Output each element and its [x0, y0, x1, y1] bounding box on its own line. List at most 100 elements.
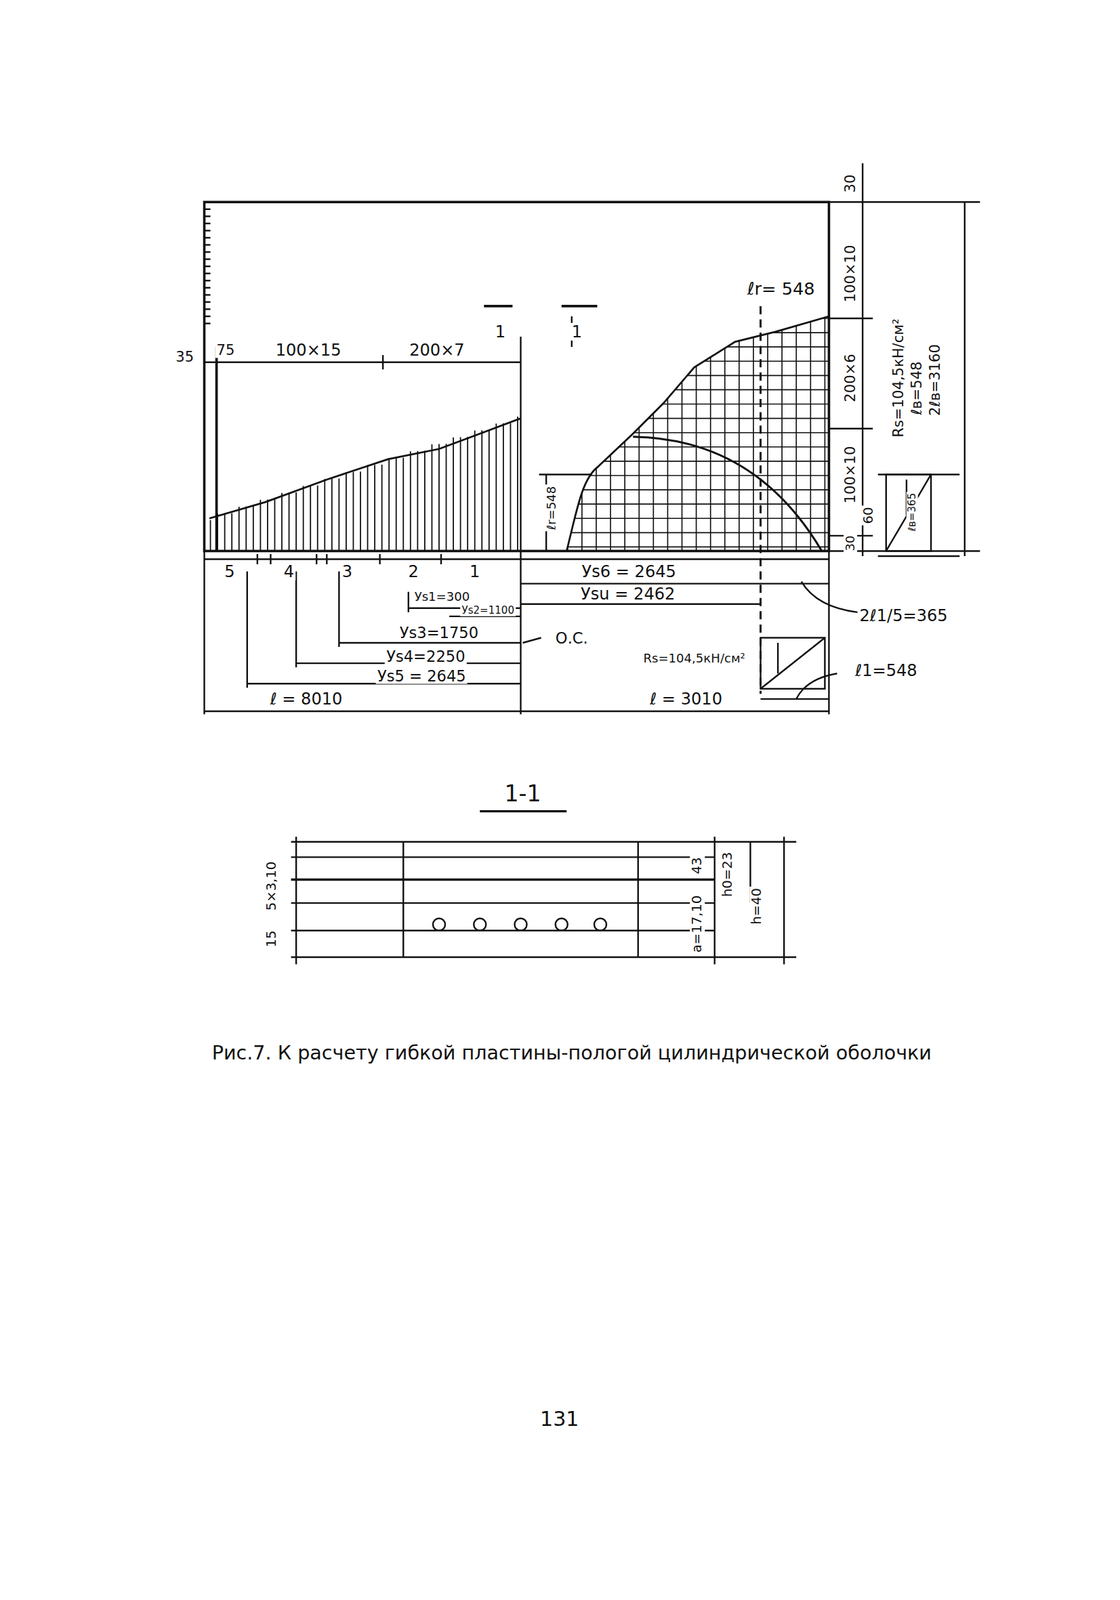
section-edge	[402, 842, 404, 958]
hatch-line	[495, 423, 497, 551]
dimension-label: 100×15	[274, 341, 343, 360]
dimension-label: 30	[842, 173, 859, 195]
hatch-line	[402, 458, 404, 552]
hatch-line	[302, 485, 305, 551]
grid-line	[781, 306, 783, 552]
dimension-label: 131	[538, 1407, 581, 1431]
grid-line	[653, 306, 655, 552]
dimension-label: 100×10	[842, 444, 859, 505]
hatch-line	[353, 472, 355, 552]
dimension-label: Уs3=1750	[398, 624, 480, 642]
arc-curve	[632, 437, 822, 552]
dimension-label: 1	[468, 563, 482, 582]
grid-line	[581, 306, 583, 552]
section-line	[291, 902, 715, 904]
grid-line	[561, 346, 830, 348]
dim-tick	[378, 554, 381, 565]
section-edge	[637, 842, 639, 958]
section-line	[291, 856, 715, 858]
dimension-label: 60	[861, 505, 877, 526]
edge-tick	[204, 258, 211, 260]
plate-outline	[204, 201, 830, 551]
hatch-line	[424, 450, 426, 551]
edge-tick	[204, 287, 211, 289]
edge-tick	[204, 322, 211, 324]
dimension-label: Rs=104,5кН/см²	[890, 317, 906, 439]
rebar	[555, 918, 568, 931]
hatch-line	[266, 499, 269, 551]
leader-line	[523, 637, 542, 644]
grid-line	[609, 306, 612, 552]
dimension-label: Уsu = 2462	[579, 585, 677, 604]
hatch-line	[274, 499, 276, 551]
grid-line	[561, 460, 830, 463]
dimension-label: 2ℓ1/5=365	[857, 606, 949, 625]
grid-line	[561, 403, 830, 406]
hatch-line	[516, 416, 519, 551]
dimension-label: 200×6	[842, 352, 859, 404]
dim-line	[204, 361, 522, 364]
edge-tick	[204, 243, 211, 246]
title-underline	[479, 810, 567, 813]
grid-line	[695, 306, 698, 552]
dimension-label: h0=23	[720, 851, 736, 899]
hatch-line	[388, 458, 390, 551]
dimension-label: 2	[407, 563, 421, 582]
grid-line	[624, 306, 626, 552]
grid-line	[561, 332, 830, 334]
dimension-label: Уs4=2250	[384, 647, 467, 665]
dimension-label: 2ℓв=3160	[927, 342, 944, 418]
hatch-line	[238, 506, 240, 551]
dimension-label: 1	[493, 322, 507, 341]
dim-line	[204, 710, 830, 713]
hatch-line	[409, 451, 412, 551]
hatch-line	[252, 506, 255, 551]
hatch-line	[445, 443, 448, 551]
edge-tick	[204, 251, 211, 253]
dimension-label: 15	[264, 929, 280, 950]
dimension-label: 4	[282, 563, 296, 582]
dimension-label: ℓr=548	[544, 485, 559, 532]
grid-line	[561, 474, 830, 477]
edge-tick	[204, 273, 211, 275]
section-line	[291, 930, 715, 932]
edge-tick	[204, 308, 211, 310]
dim-line	[204, 558, 830, 560]
hatch-line	[438, 444, 440, 552]
dimension-label: ℓ1=548	[853, 661, 919, 681]
hatch-line	[466, 437, 469, 551]
hatch-line	[224, 513, 226, 552]
hatch-line	[245, 506, 247, 552]
section-line	[291, 878, 715, 882]
section-line	[291, 956, 797, 959]
dimension-label: Rs=104,5кН/см²	[641, 651, 746, 666]
hatch-line	[231, 513, 233, 552]
grid-line	[824, 306, 826, 552]
leader-line	[796, 673, 837, 700]
rebar	[514, 918, 527, 931]
hatch-line	[502, 423, 505, 552]
ext-line	[827, 550, 830, 715]
dim-line	[338, 642, 521, 644]
hatch-line	[345, 472, 347, 552]
grid-line	[595, 306, 597, 552]
edge-tick	[204, 237, 211, 239]
hatch-line	[416, 451, 419, 552]
hatch-line	[288, 492, 290, 551]
dim-line	[521, 603, 761, 606]
edge-tick	[204, 215, 211, 217]
edge-tick	[204, 208, 211, 211]
grid-line	[567, 306, 569, 552]
dimension-label: 200×7	[407, 341, 467, 360]
hatch-line	[381, 464, 383, 552]
grid-line	[561, 517, 830, 520]
stress-triangle	[886, 474, 931, 551]
hatch-line	[452, 437, 454, 552]
dimension-label: Уs5 = 2645	[376, 667, 468, 685]
hatch-line	[295, 492, 297, 552]
grid-line	[561, 489, 830, 491]
grid-line	[681, 306, 683, 552]
dim-line	[295, 836, 297, 965]
rebar	[594, 918, 607, 931]
dimension-label: 5×3,10	[264, 860, 280, 912]
